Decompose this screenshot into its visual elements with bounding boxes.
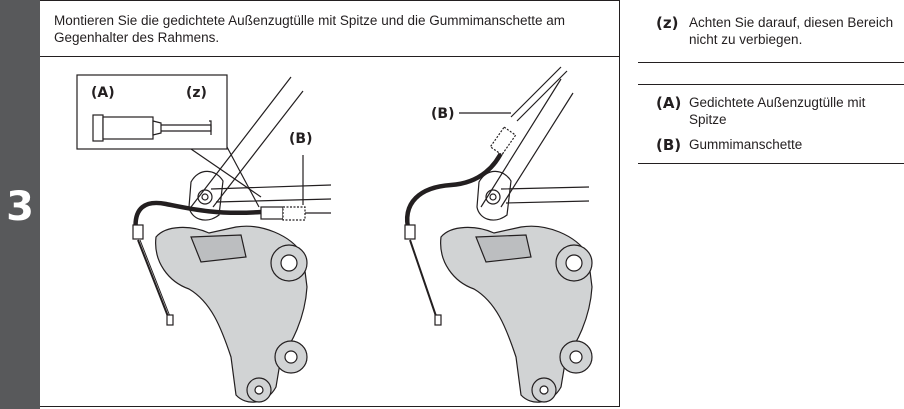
cable-housing-right bbox=[404, 66, 568, 326]
legend-text: Gummimanschette bbox=[689, 137, 803, 152]
note-text: Achten Sie darauf, diesen Bereich nicht … bbox=[689, 15, 894, 47]
callout-b-left: (B) bbox=[289, 131, 312, 147]
cable-housing-left bbox=[132, 200, 331, 326]
note-z: (z) Achten Sie darauf, diesen Bereich ni… bbox=[656, 14, 899, 48]
derailleur-left bbox=[155, 225, 308, 403]
step-panel bbox=[40, 0, 620, 407]
legend-item-a: (A) Gedichtete Außenzugtülle mit Spitze bbox=[656, 94, 899, 128]
legend-text: Gedichtete Außenzugtülle mit Spitze bbox=[689, 95, 866, 127]
installation-illustration: (A) (z) (B) (B) bbox=[76, 66, 593, 403]
legend-key: (B) bbox=[656, 136, 682, 154]
legend-key: (A) bbox=[656, 94, 682, 112]
callout-b-right: (B) bbox=[431, 106, 454, 122]
frame-left bbox=[188, 76, 332, 221]
callout-a: (A) bbox=[91, 85, 115, 101]
panel-divider bbox=[40, 56, 620, 57]
derailleur-right bbox=[440, 225, 593, 403]
step-bar: 3 bbox=[0, 0, 40, 409]
legend-item-b: (B) Gummimanschette bbox=[656, 136, 899, 154]
notes-divider bbox=[638, 62, 904, 63]
instruction-text: Montieren Sie die gedichtete Außenzugtül… bbox=[54, 13, 566, 45]
legend-bottom-divider bbox=[638, 163, 904, 164]
frame-right bbox=[476, 78, 590, 221]
inset-part-detail bbox=[76, 74, 262, 208]
note-key: (z) bbox=[656, 14, 679, 32]
legend-top-divider bbox=[638, 84, 904, 85]
callout-z: (z) bbox=[186, 85, 207, 101]
step-number: 3 bbox=[6, 184, 34, 230]
